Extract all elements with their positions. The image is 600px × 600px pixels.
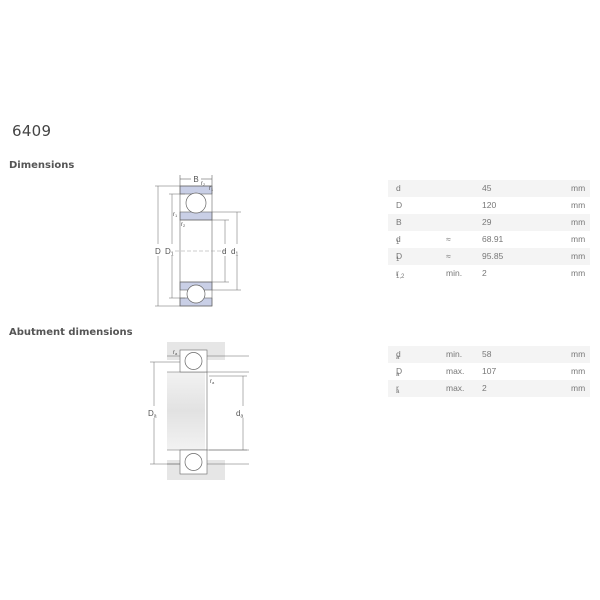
abutment-dimensions-drawing: Da da ra ra [148, 342, 249, 480]
value: 120 [482, 200, 497, 210]
svg-text:Da: Da [148, 409, 157, 420]
qualifier: max. [446, 366, 465, 376]
unit: mm [571, 217, 586, 227]
unit: mm [571, 234, 586, 244]
value: 29 [482, 217, 492, 227]
svg-text:d: d [222, 247, 226, 256]
unit: mm [571, 349, 586, 359]
svg-text:ra: ra [210, 379, 215, 385]
svg-text:B: B [193, 175, 198, 184]
qualifier: min. [446, 268, 463, 278]
unit: mm [571, 183, 586, 193]
svg-text:r1: r1 [173, 212, 178, 218]
table-row: B 29 mm [388, 214, 590, 231]
svg-text:r2: r2 [181, 222, 186, 228]
value: 2 [482, 268, 487, 278]
qualifier: min. [446, 349, 463, 359]
product-designation: 6409 [12, 122, 52, 140]
section-abutment-heading: Abutment dimensions [9, 327, 133, 338]
table-row: d 45 mm [388, 180, 590, 197]
qualifier: ≈ [446, 251, 451, 261]
qualifier: ≈ [446, 234, 451, 244]
value: 68.91 [482, 234, 504, 244]
value: 95.85 [482, 251, 504, 261]
svg-text:d1: d1 [231, 247, 238, 258]
unit: mm [571, 366, 586, 376]
qualifier: max. [446, 383, 465, 393]
value: 2 [482, 383, 487, 393]
svg-text:da: da [236, 409, 243, 420]
value: 58 [482, 349, 492, 359]
value: 107 [482, 366, 497, 376]
svg-text:r2: r2 [201, 181, 206, 187]
svg-text:D1: D1 [165, 247, 174, 258]
unit: mm [571, 383, 586, 393]
unit: mm [571, 268, 586, 278]
svg-text:ra: ra [173, 350, 178, 356]
section-dimensions-heading: Dimensions [9, 160, 75, 171]
unit: mm [571, 251, 586, 261]
bearing-dimensions-drawing: B D D1 d d1 r2 r1 r1 r2 [155, 175, 241, 307]
table-row: D 120 mm [388, 197, 590, 214]
unit: mm [571, 200, 586, 210]
svg-text:r1: r1 [209, 186, 214, 192]
value: 45 [482, 183, 492, 193]
svg-text:D: D [155, 247, 161, 256]
